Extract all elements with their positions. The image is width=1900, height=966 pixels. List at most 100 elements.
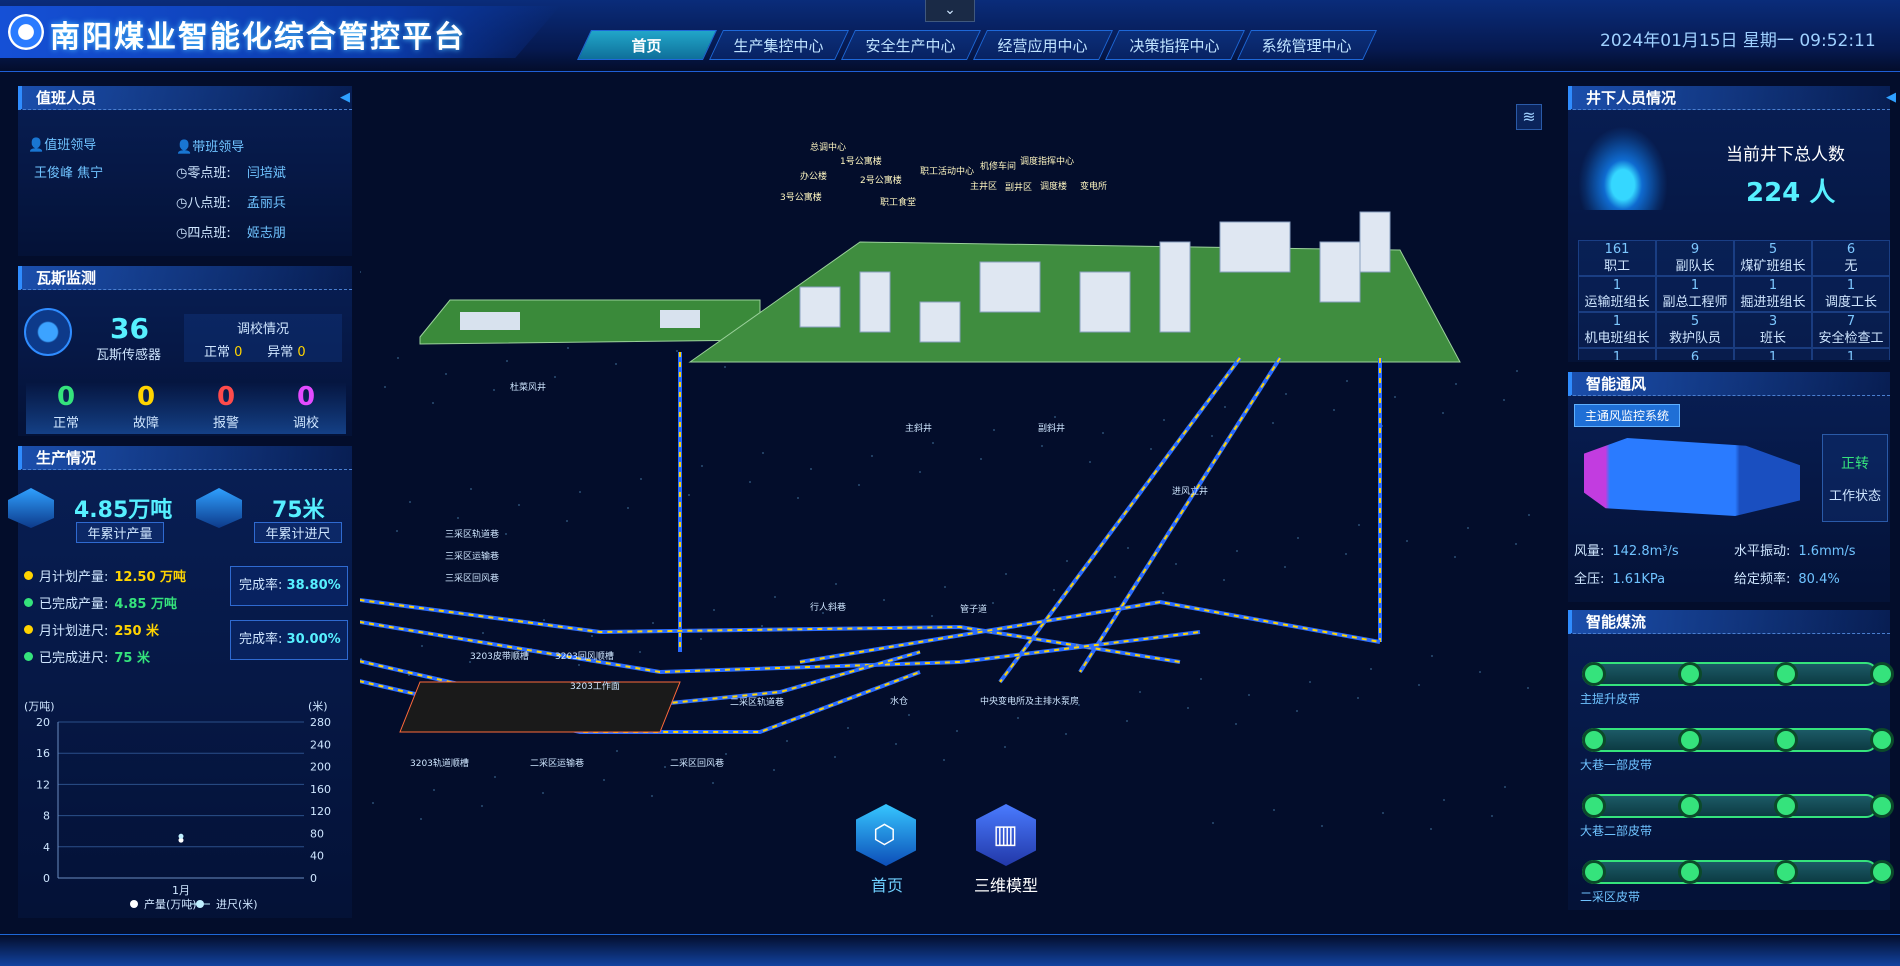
mine-3d-map[interactable]: 总调中心 1号公寓楼办公楼 2号公寓楼 3号公寓楼 职工食堂 职工活动中心机修车间调度指挥… (360, 72, 1540, 902)
belt-roller-icon (1774, 860, 1798, 884)
vent-metric-value: 1.61KPa (1612, 572, 1666, 587)
map-label[interactable]: 管子道 (960, 603, 987, 615)
particle (1443, 799, 1445, 801)
map-label[interactable]: 水仓 (890, 695, 908, 707)
map-label[interactable]: 杜菜风井 (510, 381, 546, 393)
belt-list: 主提升皮带大巷一部皮带大巷二部皮带二采区皮带 (1574, 644, 1894, 908)
duty-panel: 值班人员 ◀ 👤值班领导 王俊峰 焦宁 👤带班领导 ◷零点班: 闫培斌 ◷八点班… (18, 86, 352, 256)
layers-icon[interactable]: ≋ (1516, 104, 1542, 130)
map-label[interactable]: 机修车间 (980, 160, 1016, 172)
particle (664, 766, 666, 768)
chevron-down-icon[interactable]: ⌄ (925, 0, 975, 22)
fan-status-label: 工作状态 (1828, 489, 1881, 504)
map-label[interactable]: 二采区运输巷 (530, 757, 584, 769)
particle (603, 779, 605, 781)
particle (1370, 668, 1372, 670)
user-icon: 👤 (28, 138, 45, 153)
cube-icon: ⬡ (873, 820, 896, 850)
map-label[interactable]: 二采区轨道巷 (730, 696, 784, 708)
map-label[interactable]: 3203轨道顺槽 (410, 757, 469, 769)
map-label[interactable]: 三采区运输巷 (445, 550, 499, 562)
nav-tab-4[interactable]: 决策指挥中心 (1105, 30, 1245, 60)
belt-conveyor (1582, 794, 1878, 818)
belt-item[interactable]: 大巷一部皮带 (1574, 710, 1894, 776)
main-fan-system-tab[interactable]: 主通风监控系统 (1574, 404, 1681, 427)
map-label[interactable]: 3203回风顺槽 (555, 650, 614, 662)
staff-count: 1 (1768, 350, 1778, 360)
particle (469, 661, 471, 663)
map-label[interactable]: 3号公寓楼 (780, 191, 822, 203)
working-face-3203 (399, 681, 681, 733)
map-label[interactable]: 二采区回风巷 (670, 758, 724, 769)
staff-count: 1 (1846, 278, 1856, 293)
particle (762, 452, 764, 454)
particle (724, 366, 726, 368)
staff-role: 无 (1844, 259, 1858, 274)
map-label[interactable]: 变电所 (1080, 180, 1107, 192)
map-label[interactable]: 调度楼 (1040, 180, 1067, 192)
y-left-tick: 4 (43, 841, 50, 854)
particle (1345, 553, 1347, 555)
y-right-tick: 240 (310, 738, 331, 751)
particle (420, 818, 422, 820)
production-rows: 月计划产量:12.50 万吨已完成产量:4.85 万吨月计划进尺:250 米已完… (24, 562, 224, 670)
particle (1321, 825, 1323, 827)
roadway-dash (360, 598, 1181, 663)
fan-status-box: 正转 工作状态 (1822, 434, 1888, 522)
map-label[interactable]: 职工活动中心 (920, 165, 974, 177)
vent-metric-value: 80.4% (1798, 572, 1840, 587)
particle (384, 386, 386, 388)
particle (1127, 547, 1129, 549)
clock-icon: ◷ (176, 226, 188, 241)
total-people-label: 当前井下总人数 (1726, 145, 1845, 165)
map-label[interactable]: 中央变电所及主排水泵房 (980, 695, 1079, 707)
map-label[interactable]: 进风立井 (1172, 485, 1208, 497)
map-label[interactable]: 2号公寓楼 (860, 174, 902, 186)
staff-count: 1 (1846, 350, 1856, 360)
map-label[interactable]: 总调中心 (810, 141, 846, 153)
nav-tab-0[interactable]: 首页 (577, 30, 717, 60)
map-label[interactable]: 行人斜巷 (810, 601, 846, 613)
building (799, 286, 841, 328)
staff-count: 9 (1690, 242, 1700, 257)
map-label[interactable]: 三采区回风巷 (445, 573, 499, 584)
map-label[interactable]: 副斜井 (1038, 422, 1065, 434)
map-label[interactable]: 主井区 (970, 180, 997, 192)
gas-stat-label: 调校 (292, 416, 319, 431)
belt-item[interactable]: 大巷二部皮带 (1574, 776, 1894, 842)
map-label[interactable]: 1号公寓楼 (840, 155, 882, 167)
map-label[interactable]: 调度指挥中心 (1020, 155, 1074, 167)
belt-roller-icon (1870, 728, 1894, 752)
map-label[interactable]: 3203工作面 (570, 680, 620, 692)
status-dot-icon (24, 652, 33, 661)
map-label[interactable]: 办公楼 (800, 170, 827, 182)
particle (396, 530, 398, 532)
status-dot-icon (24, 625, 33, 634)
belt-item[interactable]: 二采区皮带 (1574, 842, 1894, 908)
collapse-left-icon[interactable]: ◀ (340, 90, 350, 105)
collapse-right-icon[interactable]: ◀ (1886, 90, 1896, 105)
particle (360, 271, 361, 273)
particle (1431, 655, 1433, 657)
particle (1296, 710, 1298, 712)
map-label[interactable]: 主斜井 (905, 422, 932, 434)
staff-role: 副总工程师 (1662, 295, 1728, 310)
staff-role: 运输班组长 (1584, 295, 1650, 310)
map-label[interactable]: 3203皮带顺槽 (470, 650, 529, 662)
particle (1212, 822, 1214, 824)
roadway-dash (999, 357, 1241, 683)
belt-roller-icon (1678, 662, 1702, 686)
map-label[interactable]: 三采区轨道巷 (445, 528, 499, 540)
nav-tab-3[interactable]: 经营应用中心 (973, 30, 1113, 60)
nav-tab-1[interactable]: 生产集控中心 (709, 30, 849, 60)
particle (1528, 514, 1530, 516)
belt-item[interactable]: 主提升皮带 (1574, 644, 1894, 710)
particle (1126, 720, 1128, 722)
nav-tab-5[interactable]: 系统管理中心 (1237, 30, 1377, 60)
map-label[interactable]: 职工食堂 (880, 196, 916, 208)
map-label[interactable]: 副井区 (1005, 181, 1032, 193)
particle (810, 468, 812, 470)
particle (956, 730, 958, 732)
nav-tab-2[interactable]: 安全生产中心 (841, 30, 981, 60)
